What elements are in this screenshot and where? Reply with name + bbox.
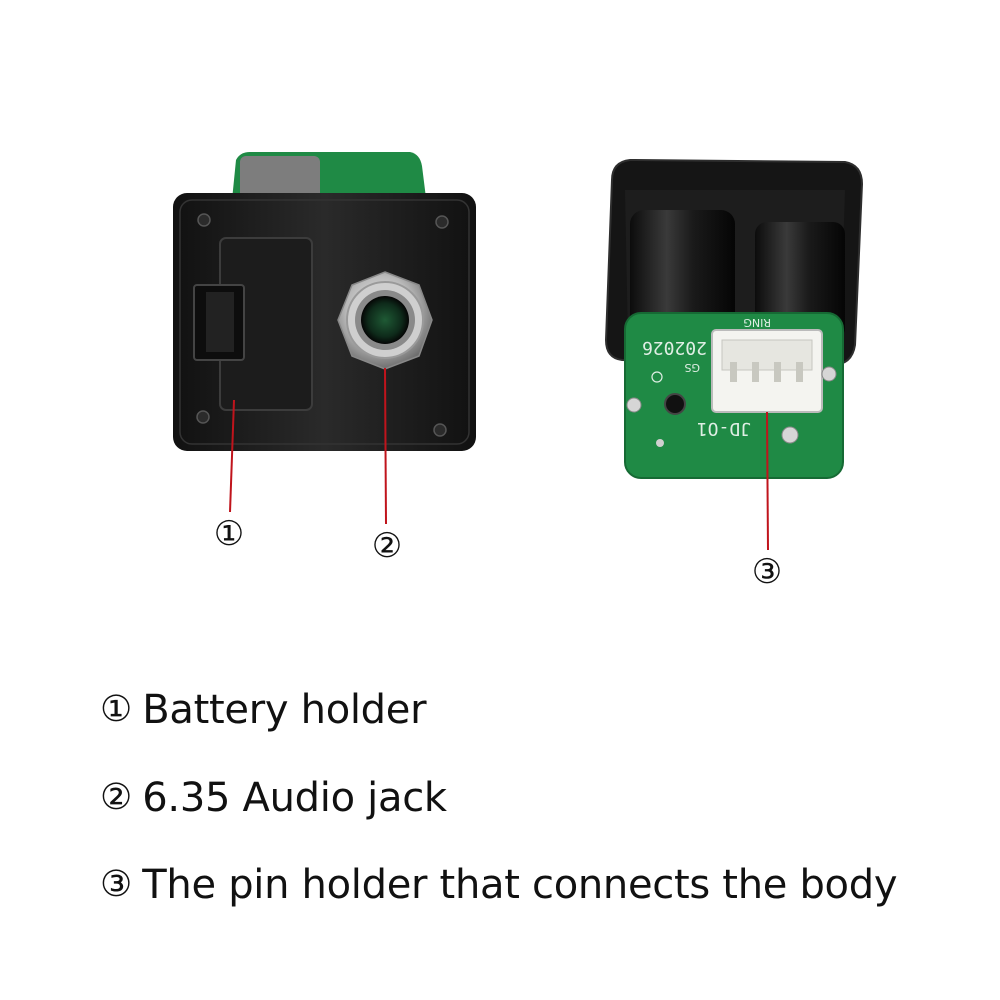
- screw-icon: [435, 215, 449, 229]
- pcb-label-ring: RING: [743, 316, 771, 329]
- legend-item-pin-holder: ③ The pin holder that connects the body: [100, 855, 898, 915]
- solder-point-icon: [781, 426, 799, 444]
- audio-jack: [337, 271, 433, 370]
- legend-item-battery-holder: ① Battery holder: [100, 680, 427, 740]
- screw-icon: [197, 213, 211, 227]
- marker-1: ①: [213, 514, 245, 554]
- left-battery-top: [240, 156, 320, 200]
- solder-point-icon: [821, 366, 837, 382]
- legend-label: The pin holder that connects the body: [142, 862, 898, 908]
- component-icon: [664, 393, 686, 415]
- legend-number: ②: [100, 777, 133, 818]
- legend-label: 6.35 Audio jack: [142, 775, 447, 821]
- marker-3: ③: [751, 552, 783, 592]
- leader-line-2: [384, 367, 387, 525]
- product-photo: RING 202026 GS JD-O1 ① ② ③: [173, 152, 864, 592]
- marker-2: ②: [371, 526, 403, 566]
- left-device: [173, 152, 476, 451]
- pcb-label-model: JD-O1: [697, 418, 751, 439]
- pcb-label-code: 202026: [642, 337, 707, 358]
- screw-icon: [196, 410, 210, 424]
- legend-number: ③: [100, 864, 133, 905]
- leader-line-1: [229, 399, 235, 513]
- legend-label: Battery holder: [142, 687, 427, 733]
- solder-point-icon: [626, 397, 642, 413]
- pcb-label-gs: GS: [684, 361, 700, 374]
- battery-cylinder: [755, 222, 845, 340]
- via-icon: [656, 439, 664, 447]
- legend-item-audio-jack: ② 6.35 Audio jack: [100, 768, 447, 828]
- right-device: RING 202026 GS JD-O1: [604, 158, 864, 479]
- leader-line-3: [766, 411, 769, 551]
- legend-number: ①: [100, 689, 133, 730]
- product-illustration: RING 202026 GS JD-O1: [173, 152, 864, 551]
- screw-icon: [433, 423, 447, 437]
